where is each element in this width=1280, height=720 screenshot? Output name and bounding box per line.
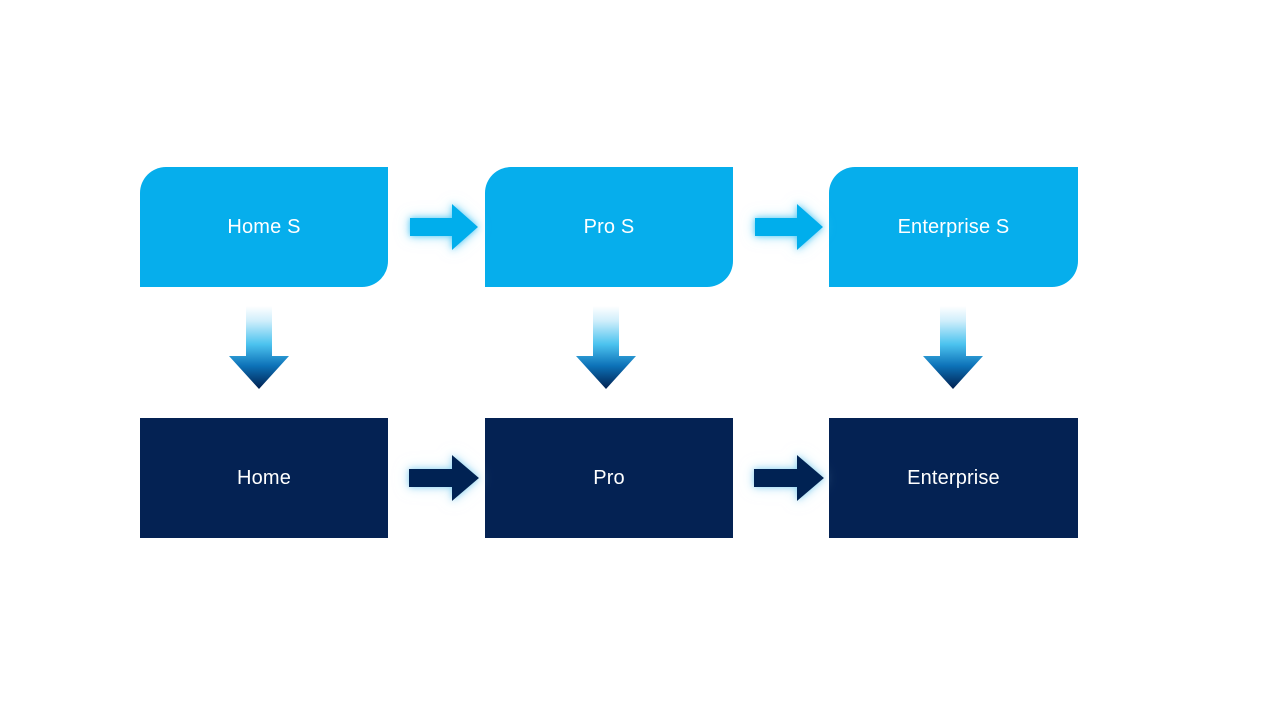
node-enterprise[interactable]: Enterprise [829, 418, 1078, 538]
right-arrow-icon [410, 204, 478, 250]
right-arrow-icon [755, 204, 823, 250]
arrow-home-to-pro [406, 451, 482, 505]
node-label-home: Home [237, 467, 291, 489]
down-arrow-icon [576, 306, 636, 389]
node-home-s[interactable]: Home S [140, 167, 388, 287]
node-pro-s[interactable]: Pro S [485, 167, 733, 287]
arrow-pro-s-to-enterprise-s [753, 200, 825, 254]
node-label-pro-s: Pro S [583, 216, 635, 238]
node-pro[interactable]: Pro [485, 418, 733, 538]
arrow-home-s-to-home [228, 306, 290, 390]
node-label-enterprise: Enterprise [907, 467, 1000, 489]
arrow-enterprise-s-to-enterprise [922, 306, 984, 390]
node-label-home-s: Home S [227, 216, 301, 238]
arrow-pro-to-enterprise [751, 451, 827, 505]
node-label-enterprise-s: Enterprise S [897, 216, 1010, 238]
node-enterprise-s[interactable]: Enterprise S [829, 167, 1078, 287]
down-arrow-icon [923, 306, 983, 389]
arrow-home-s-to-pro-s [408, 200, 480, 254]
down-arrow-icon [229, 306, 289, 389]
right-arrow-icon [754, 455, 824, 501]
node-home[interactable]: Home [140, 418, 388, 538]
arrow-pro-s-to-pro [575, 306, 637, 390]
right-arrow-icon [409, 455, 479, 501]
node-label-pro: Pro [593, 467, 625, 489]
